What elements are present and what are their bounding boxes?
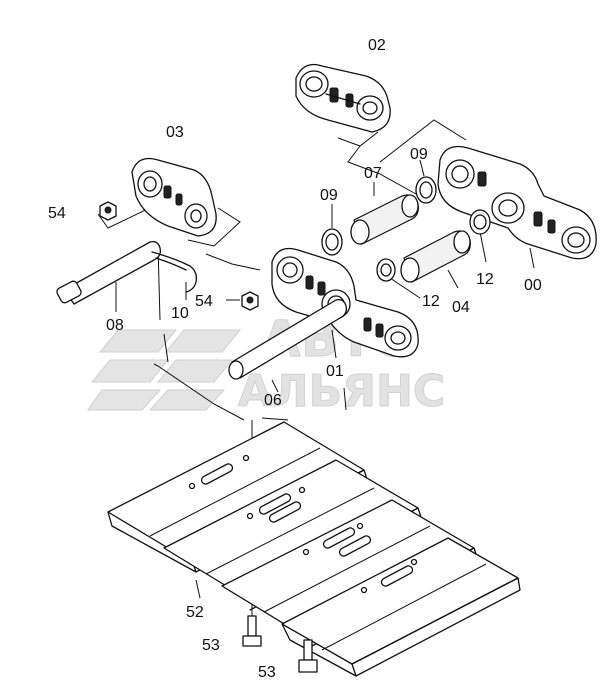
label-06: 06	[264, 392, 282, 409]
label-08: 08	[106, 317, 124, 334]
part-06-pin	[228, 298, 348, 380]
part-08-pin	[56, 240, 162, 305]
part-12-spacer-b	[376, 258, 396, 282]
part-09-seal-b	[415, 176, 437, 204]
part-00-link	[437, 145, 597, 260]
part-04-bushing	[400, 230, 471, 283]
label-07: 07	[364, 165, 382, 182]
shoe-slots	[200, 463, 414, 587]
label-09-b: 09	[410, 146, 428, 163]
part-53-bolt-b	[298, 639, 318, 673]
label-54-a: 54	[48, 205, 66, 222]
label-52: 52	[186, 604, 204, 621]
part-54-nut-b	[241, 291, 259, 311]
shoe-bolt-holes	[188, 454, 418, 594]
label-04: 04	[452, 299, 470, 316]
part-03-link	[131, 157, 217, 237]
label-54-b: 54	[195, 293, 213, 310]
watermark-logo	[87, 329, 242, 411]
label-00: 00	[524, 277, 542, 294]
label-12-b: 12	[422, 293, 440, 310]
label-53-a: 53	[202, 637, 220, 654]
label-03: 03	[166, 124, 184, 141]
label-53-b: 53	[258, 664, 276, 681]
part-07-bushing	[350, 194, 419, 245]
part-53-bolt-a	[242, 615, 262, 647]
part-02-link	[295, 63, 391, 133]
label-02: 02	[368, 37, 386, 54]
part-10-spring-pin	[151, 251, 198, 293]
part-09-seal-a	[321, 228, 343, 256]
label-10: 10	[171, 305, 189, 322]
label-12-a: 12	[476, 271, 494, 288]
part-52-track-shoes	[107, 421, 521, 677]
part-labels: 02 03 09 07 09 54 54 12 12 00 04 08 10 0…	[48, 37, 542, 681]
part-12-spacer-a	[469, 209, 491, 235]
part-54-nut-a	[99, 201, 117, 221]
label-09-a: 09	[320, 187, 338, 204]
watermark-line2: АЛЬЯНС	[238, 366, 445, 417]
label-01: 01	[326, 363, 344, 380]
